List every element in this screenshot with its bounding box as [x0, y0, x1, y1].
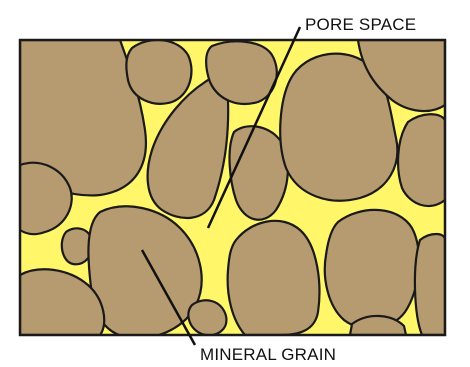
- mineral-grain-label: MINERAL GRAIN: [200, 345, 336, 364]
- mineral-grain: [188, 300, 226, 335]
- mineral-grain: [415, 234, 445, 335]
- mineral-grain: [126, 40, 191, 104]
- mineral-grain: [230, 126, 288, 220]
- pore-space-label: PORE SPACE: [305, 15, 416, 34]
- mineral-grain: [325, 210, 419, 329]
- mineral-grain: [228, 221, 320, 335]
- mineral-grain: [398, 114, 445, 206]
